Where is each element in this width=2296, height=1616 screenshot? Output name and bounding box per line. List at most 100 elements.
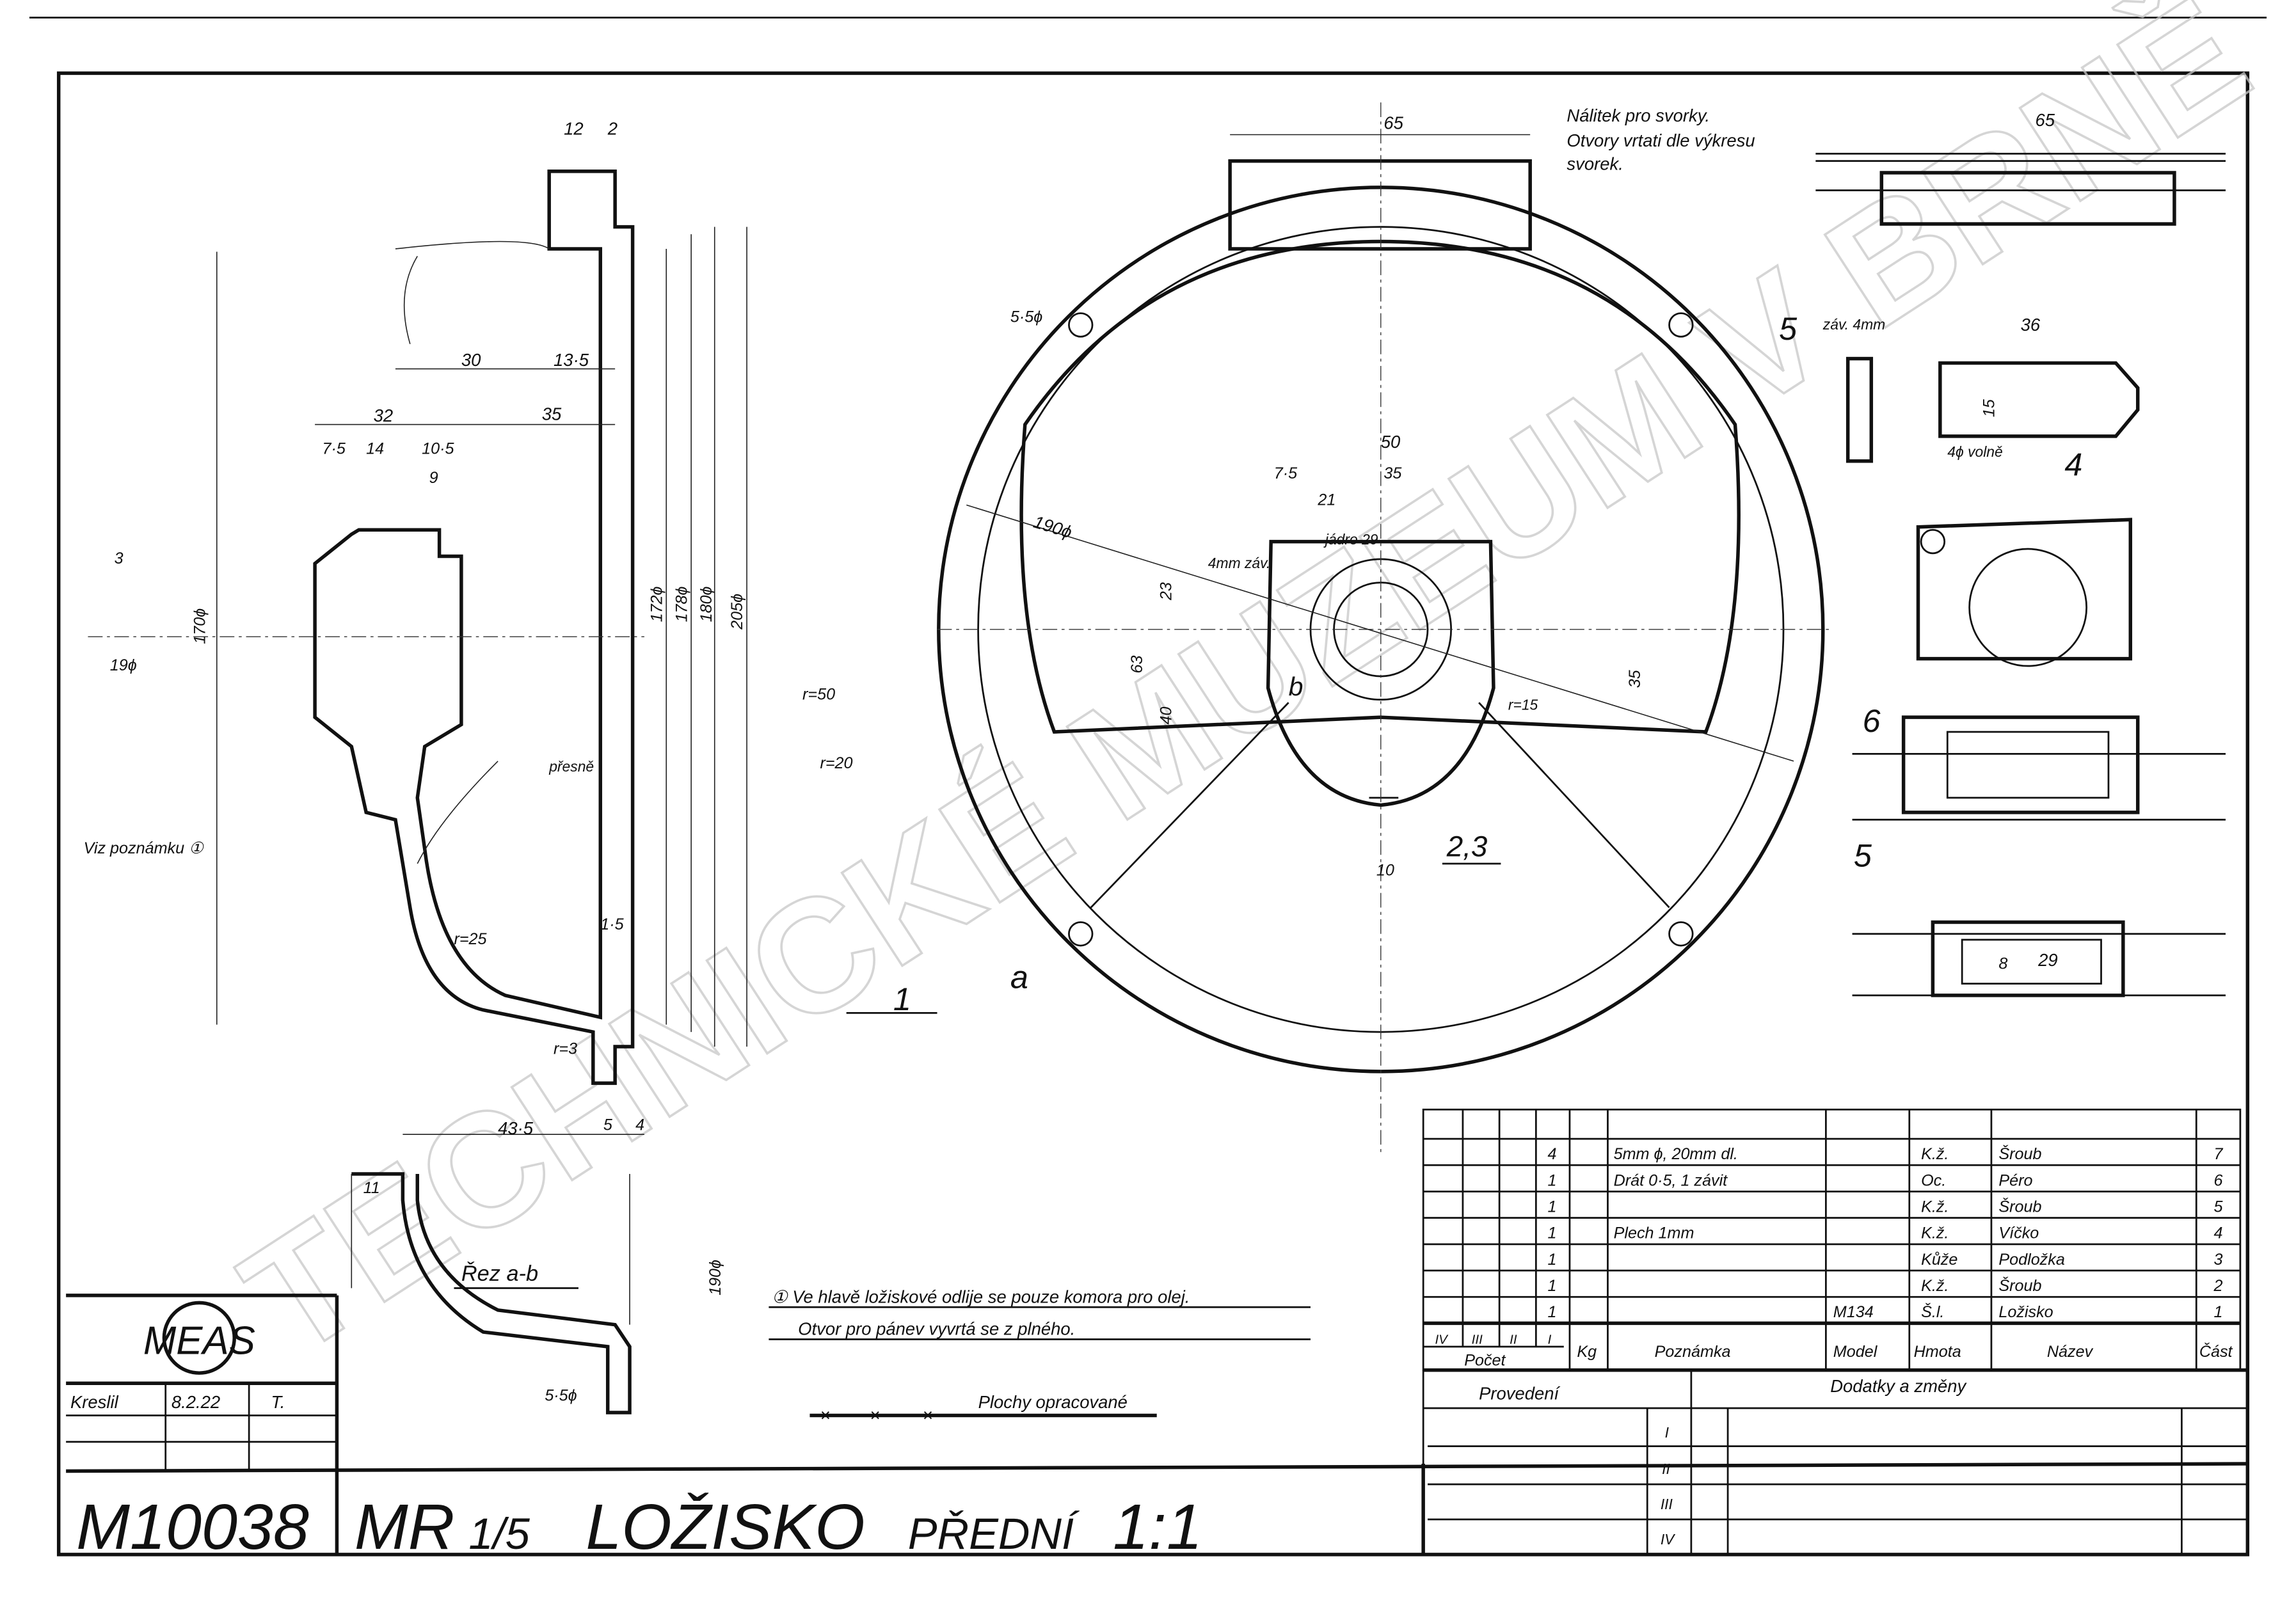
svg-text:×: × — [870, 1406, 880, 1425]
dim-r25: r=25 — [454, 930, 487, 948]
title-prefix: MR — [355, 1491, 455, 1563]
note-terminal-3: svorek. — [1567, 154, 1623, 173]
dim-63: 63 — [1128, 656, 1146, 674]
cell-name: Péro — [1998, 1171, 2032, 1189]
dim-r15: r=15 — [1508, 697, 1538, 713]
cell-qty: 4 — [1548, 1145, 1557, 1163]
header-count: Počet — [1464, 1352, 1506, 1370]
note-exact: přesně — [548, 758, 594, 775]
dim-65-detail: 65 — [2036, 110, 2055, 130]
note-terminal-2: Otvory vrtati dle výkresu — [1567, 131, 1755, 150]
svg-text:×: × — [820, 1406, 830, 1425]
part-label-1: 1 — [893, 981, 911, 1017]
table-row: 1 Plech 1mm K.ž. Víčko 4 — [1548, 1224, 2223, 1242]
header-iii: III — [1472, 1332, 1483, 1347]
note-core: jádro 29 — [1323, 531, 1378, 548]
table-row: 4 5mm ϕ, 20mm dl. K.ž. Šroub 7 — [1548, 1145, 2224, 1163]
drawing-number: M10038 — [76, 1491, 309, 1563]
dim-13-5: 13·5 — [554, 350, 589, 370]
cell-material: K.ž. — [1921, 1277, 1949, 1295]
dim-15: 15 — [1980, 399, 1998, 417]
cell-name: Ložisko — [1998, 1303, 2053, 1321]
cell-material: K.ž. — [1921, 1145, 1949, 1163]
dim-43-5: 43·5 — [498, 1118, 534, 1138]
dim-65-front: 65 — [1383, 113, 1403, 132]
dim-32: 32 — [374, 406, 394, 425]
dim-19: 19ϕ — [110, 656, 137, 674]
header-kg: Kg — [1577, 1343, 1597, 1361]
dim-205: 205ϕ — [728, 594, 746, 630]
part-label-2-3: 2,3 — [1446, 830, 1488, 863]
dim-50: 50 — [1381, 432, 1401, 452]
dim-8: 8 — [1998, 955, 2007, 973]
cell-qty: 1 — [1548, 1277, 1557, 1295]
sheet-border — [56, 71, 2250, 1557]
cell-qty: 1 — [1548, 1224, 1557, 1242]
dim-r20: r=20 — [820, 754, 852, 772]
cell-part: 6 — [2214, 1171, 2223, 1189]
dim-14: 14 — [366, 440, 384, 457]
part-label-5-top: 5 — [1779, 310, 1798, 347]
cell-name: Šroub — [1998, 1145, 2041, 1163]
cell-note: Drát 0·5, 1 závit — [1614, 1171, 1728, 1189]
cell-part: 2 — [2213, 1277, 2223, 1295]
notes: ① Ve hlavě ložiskové odlije se pouze kom… — [769, 1287, 1311, 1425]
execution-label: Provedení — [1479, 1383, 1560, 1403]
dim-5: 5 — [603, 1116, 613, 1134]
cell-name: Víčko — [1998, 1224, 2039, 1242]
table-row: 1 K.ž. Šroub 2 — [1548, 1276, 2223, 1295]
title-main: LOŽISKO — [586, 1491, 865, 1563]
cell-qty: 1 — [1548, 1171, 1557, 1189]
front-view: 65 190ϕ 50 7·5 35 21 jádro 29 63 23 40 3… — [937, 102, 1831, 1157]
part-label-5-bottom: 5 — [1854, 837, 1872, 874]
dim-10: 10 — [1376, 861, 1394, 879]
note-2: Otvor pro pánev vyvrtá se z plného. — [798, 1319, 1075, 1339]
title-sub: PŘEDNÍ — [908, 1509, 1080, 1558]
dim-170: 170ϕ — [191, 608, 209, 644]
dim-2: 2 — [607, 119, 618, 139]
detail-views: 65 5 záv. 4mm 36 15 4ϕ volně 4 6 5 29 8 — [1779, 110, 2226, 997]
section-mark-b: b — [1289, 672, 1303, 701]
cell-model: M134 — [1833, 1303, 1874, 1321]
drawing-scale: 1:1 — [1113, 1491, 1202, 1563]
cell-note: 5mm ϕ, 20mm dl. — [1614, 1145, 1738, 1163]
dim-4: 4 — [635, 1116, 644, 1134]
revision-row-ii: II — [1662, 1461, 1670, 1477]
drawn-date: 8.2.22 — [171, 1392, 220, 1412]
dim-r50: r=50 — [802, 686, 835, 704]
section-mark-a: a — [1010, 958, 1028, 995]
dim-21: 21 — [1317, 491, 1335, 509]
revision-row-iv: IV — [1661, 1531, 1676, 1548]
revision-block: Provedení Dodatky a změny I II III IV — [1421, 1368, 2248, 1555]
cell-name: Šroub — [1998, 1276, 2041, 1295]
dim-29: 29 — [2037, 950, 2058, 970]
dim-180: 180ϕ — [698, 586, 715, 622]
cell-part: 5 — [2214, 1198, 2224, 1216]
cell-part: 7 — [2214, 1145, 2224, 1163]
dim-36: 36 — [2021, 315, 2041, 335]
dim-23: 23 — [1158, 582, 1176, 601]
note-machined: Plochy opracované — [978, 1392, 1128, 1412]
cell-material: K.ž. — [1921, 1198, 1949, 1216]
cell-note: Plech 1mm — [1614, 1224, 1694, 1242]
dim-178: 178ϕ — [673, 586, 690, 622]
dim-172: 172ϕ — [648, 586, 666, 622]
part-label-6: 6 — [1863, 702, 1881, 739]
section-a-b: 11 Řez a-b 190ϕ 5·5ϕ — [351, 1172, 724, 1414]
cell-material: K.ž. — [1921, 1224, 1949, 1242]
header-name: Název — [2047, 1343, 2094, 1361]
dim-35: 35 — [542, 404, 562, 424]
header-part: Část — [2199, 1342, 2233, 1361]
dim-9: 9 — [429, 469, 438, 487]
revision-row-iii: III — [1661, 1496, 1673, 1512]
drawn-initial: T. — [271, 1392, 285, 1412]
cell-part: 4 — [2214, 1224, 2223, 1242]
note-terminal-1: Nálitek pro svorky. — [1567, 106, 1710, 125]
dim-3: 3 — [115, 550, 124, 567]
cell-name: Šroub — [1998, 1198, 2041, 1216]
parts-table: 4 5mm ϕ, 20mm dl. K.ž. Šroub 7 1 Drát 0·5, 1 z… — [1422, 1108, 2242, 1371]
